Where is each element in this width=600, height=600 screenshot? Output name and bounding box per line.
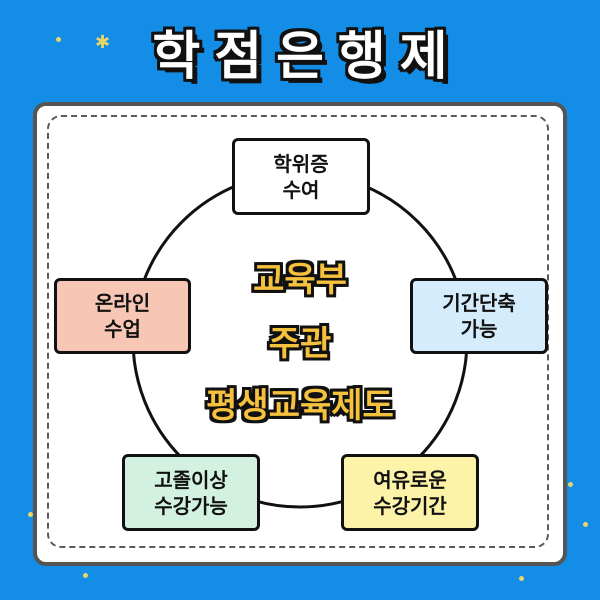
node-label-line: 가능 bbox=[460, 317, 498, 341]
node-flexible-period: 여유로운 수강기간 bbox=[341, 454, 479, 531]
center-line-2: 주관 bbox=[268, 324, 332, 364]
sparkle-dot-icon bbox=[583, 522, 588, 527]
node-label-line: 수강기간 bbox=[373, 493, 447, 518]
node-label-line: 고졸이상 bbox=[154, 467, 228, 492]
node-label-line: 학위증 bbox=[273, 151, 329, 176]
sparkle-star-icon: ✱ bbox=[95, 32, 111, 53]
sparkle-dot-icon bbox=[56, 37, 61, 42]
node-online-class: 온라인 수업 bbox=[54, 278, 191, 354]
node-degree-award: 학위증 수여 bbox=[232, 138, 370, 215]
dashed-border bbox=[47, 115, 549, 548]
node-label-line: 수업 bbox=[104, 317, 141, 341]
node-label-line: 수강가능 bbox=[154, 493, 228, 518]
node-shortened-period: 기간단축 가능 bbox=[410, 278, 548, 354]
node-label-line: 여유로운 bbox=[373, 467, 447, 492]
node-label-line: 수여 bbox=[282, 177, 320, 202]
page-title: 학점은행제 bbox=[151, 26, 462, 89]
node-label-line: 온라인 bbox=[94, 291, 151, 315]
sparkle-dot-icon bbox=[519, 576, 524, 581]
node-high-school-grad: 고졸이상 수강가능 bbox=[122, 454, 260, 531]
sparkle-dot-icon bbox=[28, 512, 33, 517]
sparkle-dot-icon bbox=[83, 573, 88, 578]
sparkle-dot-icon bbox=[568, 482, 573, 487]
center-line-3: 평생교육제도 bbox=[206, 386, 394, 426]
center-line-1: 교육부 bbox=[253, 260, 347, 300]
node-label-line: 기간단축 bbox=[442, 291, 516, 315]
